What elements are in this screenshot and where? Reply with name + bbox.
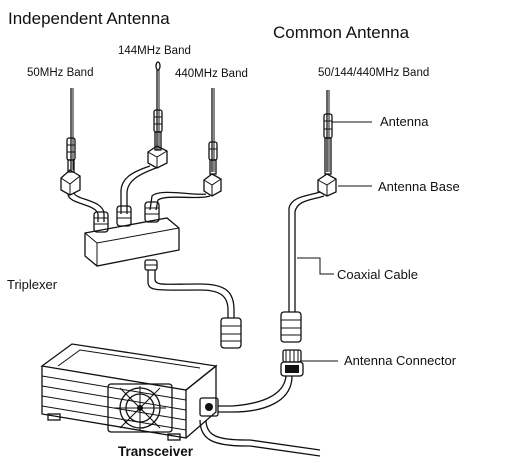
coax-plug-common bbox=[280, 311, 302, 343]
coax-plug-triplexer bbox=[220, 317, 242, 349]
label-antenna-base: Antenna Base bbox=[378, 179, 460, 194]
band-label-144mhz: 144MHz Band bbox=[118, 45, 191, 57]
antenna-base-144mhz bbox=[147, 145, 168, 169]
antenna-144mhz bbox=[153, 61, 163, 151]
coax-to-transceiver bbox=[218, 375, 293, 413]
triplexer-port-440 bbox=[144, 201, 160, 223]
transceiver-antenna-jack bbox=[199, 397, 219, 417]
label-antenna-connector: Antenna Connector bbox=[344, 353, 457, 368]
antenna-common bbox=[323, 90, 333, 175]
antenna-base-common bbox=[317, 173, 337, 197]
label-transceiver: Transceiver bbox=[118, 444, 194, 459]
coax-144mhz bbox=[120, 165, 157, 214]
label-triplexer: Triplexer bbox=[7, 277, 58, 292]
independent-antenna-heading: Independent Antenna bbox=[8, 9, 170, 28]
antenna-440mhz bbox=[208, 88, 218, 175]
coax-triplexer-out bbox=[147, 270, 235, 318]
coax-440mhz bbox=[149, 191, 211, 211]
common-antenna-heading: Common Antenna bbox=[273, 23, 410, 42]
triplexer-port-50 bbox=[93, 211, 109, 233]
antenna-50mhz bbox=[66, 88, 76, 173]
antenna-connector bbox=[280, 349, 304, 377]
power-cable bbox=[199, 419, 321, 457]
coax-50mhz bbox=[67, 192, 105, 222]
band-label-common: 50/144/440MHz Band bbox=[318, 67, 429, 79]
antenna-base-50mhz bbox=[60, 169, 81, 196]
label-coaxial-cable: Coaxial Cable bbox=[337, 267, 418, 282]
label-antenna: Antenna bbox=[380, 114, 429, 129]
triplexer-port-144 bbox=[116, 205, 132, 227]
leader-lines bbox=[297, 121, 372, 362]
band-label-440mhz: 440MHz Band bbox=[175, 68, 248, 80]
coax-common bbox=[288, 191, 325, 312]
transceiver bbox=[40, 343, 321, 457]
antenna-base-440mhz bbox=[203, 173, 222, 197]
band-label-50mhz: 50MHz Band bbox=[27, 67, 93, 79]
triplexer bbox=[84, 201, 180, 271]
